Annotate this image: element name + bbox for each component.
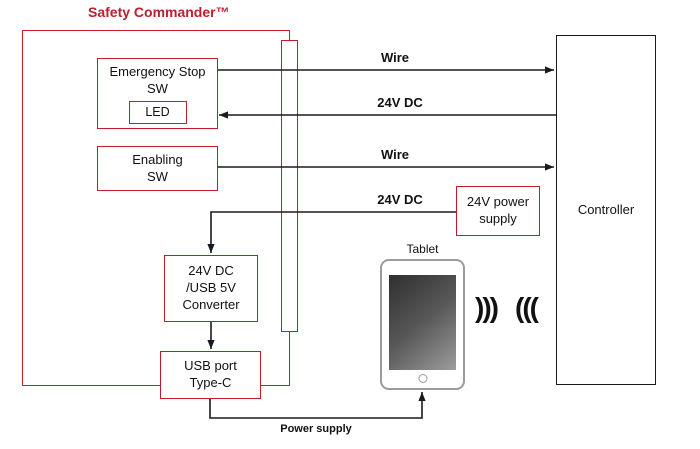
- tablet-label: Tablet: [406, 242, 439, 256]
- power-supply-line-label: Power supply: [280, 423, 352, 435]
- usb-port-label: USB port Type-C: [184, 358, 237, 390]
- wireless-signal-out-icon: ))): [475, 292, 499, 323]
- usb-port-box: USB port Type-C: [160, 351, 261, 399]
- converter-box: 24V DC /USB 5V Converter: [164, 255, 258, 322]
- converter-label: 24V DC /USB 5V Converter: [182, 263, 240, 312]
- wireless-signal-in-icon: (((: [515, 292, 539, 323]
- dc-top-label: 24V DC: [377, 95, 423, 110]
- enabling-sw-label: Enabling SW: [132, 151, 183, 184]
- led-label: LED: [145, 105, 170, 120]
- enabling-sw-box: Enabling SW: [97, 146, 218, 191]
- controller-label: Controller: [577, 201, 635, 217]
- wire-top-label: Wire: [380, 50, 410, 65]
- tablet-home-button-icon: [418, 374, 427, 383]
- led-box: LED: [128, 100, 187, 124]
- dc-mid-label: 24V DC: [377, 192, 423, 207]
- emergency-stop-sw-box: Emergency Stop SW LED: [97, 58, 218, 129]
- wire-mid-label: Wire: [380, 147, 410, 162]
- tablet: [380, 259, 465, 390]
- dc-line-mid: [207, 211, 456, 253]
- tablet-screen: [389, 275, 456, 370]
- diagram-title: Safety Commander™: [88, 4, 230, 20]
- power-supply-24v-box: 24V power supply: [456, 186, 540, 236]
- connector-bar: [281, 40, 298, 332]
- controller-box: Controller: [556, 35, 656, 385]
- power-supply-line: [209, 392, 426, 419]
- emergency-stop-sw-label: Emergency Stop SW: [109, 64, 206, 96]
- power-supply-24v-label: 24V power supply: [466, 194, 530, 226]
